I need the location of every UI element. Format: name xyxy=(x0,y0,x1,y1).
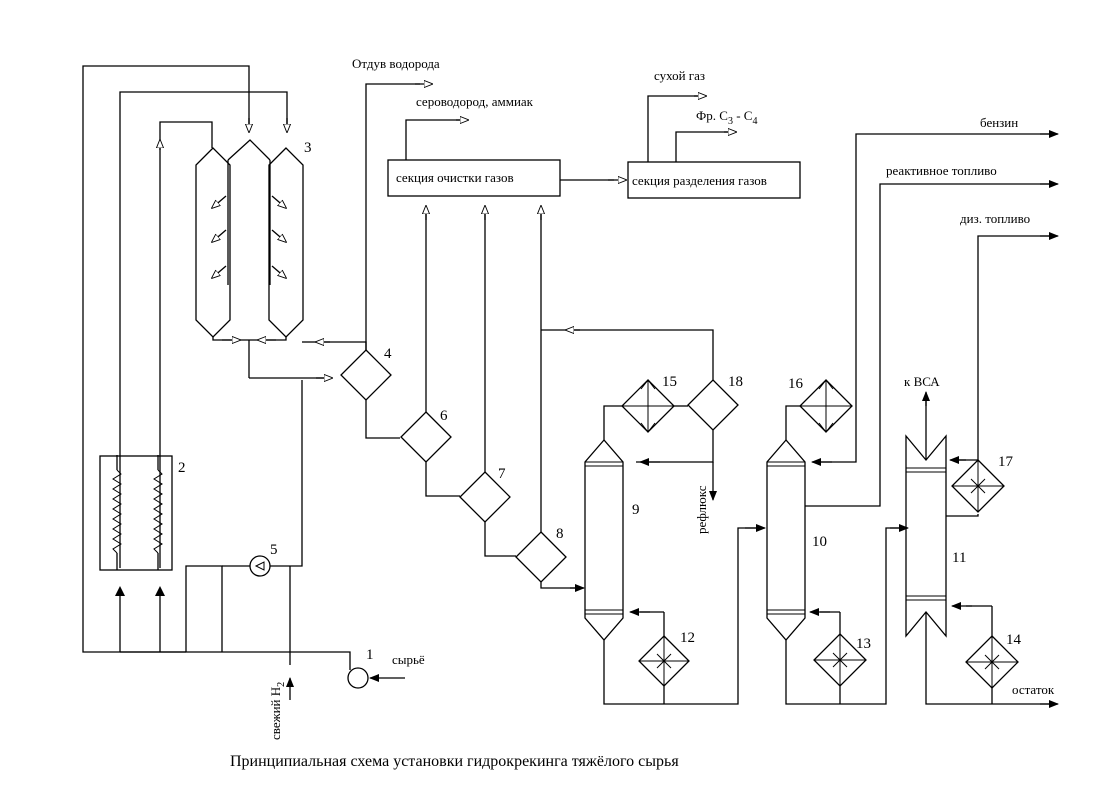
label-diesel: диз. топливо xyxy=(960,211,1030,226)
column-10 xyxy=(766,130,1059,705)
number-10: 10 xyxy=(812,534,827,550)
number-9: 9 xyxy=(632,502,640,518)
separator-8 xyxy=(515,206,714,592)
label-dry-gas: сухой газ xyxy=(654,68,705,83)
number-3: 3 xyxy=(304,140,312,156)
number-6: 6 xyxy=(440,408,448,424)
pump-1 xyxy=(346,651,405,689)
label-hydrogen-purge: Отдув водорода xyxy=(352,56,440,71)
furnace-2 xyxy=(99,455,173,571)
number-1: 1 xyxy=(366,647,374,663)
stream-labels: Отдув водорода сероводород, аммиак сухой… xyxy=(268,56,1055,740)
column-11 xyxy=(905,232,1059,708)
label-h2s-ammonia: сероводород, аммиак xyxy=(416,94,534,109)
separator-18 xyxy=(636,379,739,501)
column-9 xyxy=(584,405,766,705)
exchanger-17 xyxy=(951,459,1005,513)
label-to-hcg: к ВСА xyxy=(904,374,940,389)
gas-separation-section xyxy=(627,96,801,199)
equipment-numbers: 1 2 3 4 5 6 7 8 9 10 11 12 13 14 15 16 1… xyxy=(178,140,1022,663)
diagram-title: Принципиальная схема установки гидрокрек… xyxy=(230,753,679,770)
reboiler-14 xyxy=(965,635,1019,689)
number-18: 18 xyxy=(728,374,743,390)
reactor-3 xyxy=(195,139,332,378)
label-c3-c4-fraction: Фр. С3 - С4 xyxy=(696,108,757,127)
reboiler-13 xyxy=(813,633,867,687)
gas-cleaning-section xyxy=(387,120,626,197)
label-residue: остаток xyxy=(1012,682,1055,697)
label-gasoline: бензин xyxy=(980,115,1018,130)
separator-4 xyxy=(302,84,432,439)
separator-6 xyxy=(400,206,460,497)
reboiler-12 xyxy=(638,635,690,687)
pump-5 xyxy=(249,555,271,577)
recycle-lines xyxy=(82,65,287,653)
label-fresh-h2: свежий Н2 xyxy=(268,682,287,740)
number-16: 16 xyxy=(788,376,804,392)
label-jet-fuel: реактивное топливо xyxy=(886,163,997,178)
number-12: 12 xyxy=(680,630,695,646)
number-13: 13 xyxy=(856,636,871,652)
feed-lines xyxy=(115,380,346,700)
separator-7 xyxy=(459,206,516,557)
condenser-15 xyxy=(621,379,675,433)
number-4: 4 xyxy=(384,346,392,362)
condenser-16 xyxy=(799,379,853,433)
number-11: 11 xyxy=(952,550,966,566)
label-feed: сырьё xyxy=(392,652,425,667)
number-15: 15 xyxy=(662,374,677,390)
number-14: 14 xyxy=(1006,632,1022,648)
number-2: 2 xyxy=(178,460,186,476)
number-17: 17 xyxy=(998,454,1014,470)
label-reflux: рефлюкс xyxy=(694,485,709,534)
label-gas-separation: секция разделения газов xyxy=(632,173,767,188)
number-8: 8 xyxy=(556,526,564,542)
number-7: 7 xyxy=(498,466,506,482)
label-gas-cleaning: секция очистки газов xyxy=(396,170,514,185)
number-5: 5 xyxy=(270,542,278,558)
